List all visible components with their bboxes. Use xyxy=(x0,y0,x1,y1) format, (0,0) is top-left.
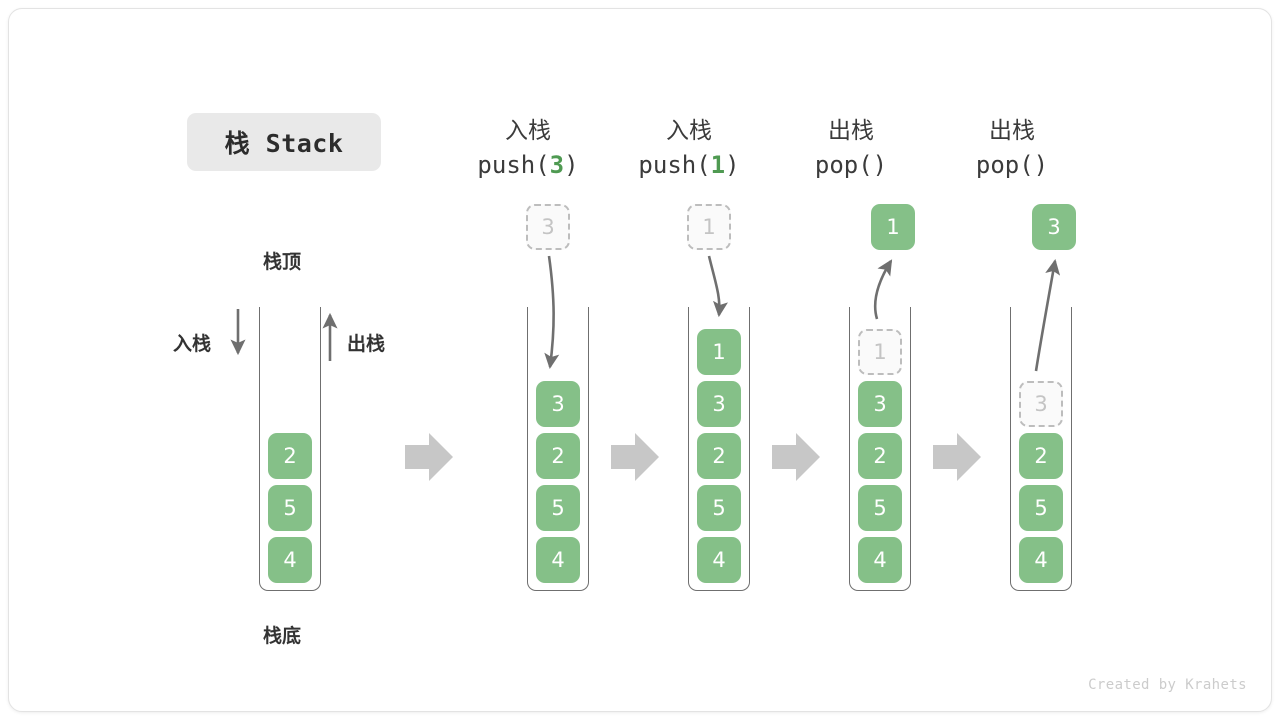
step-op-label: 出栈 xyxy=(989,118,1035,144)
step-transition-arrow-icon xyxy=(405,433,453,481)
step-transition-arrow-icon xyxy=(611,433,659,481)
left-push-label: 入栈 xyxy=(173,333,212,355)
code-fn: push( xyxy=(638,151,711,179)
stack-container-pop-1 xyxy=(849,307,911,591)
stack-cell: 5 xyxy=(268,485,312,531)
stack-bottom-label: 栈底 xyxy=(263,625,302,647)
stack-cell: 1 xyxy=(697,329,741,375)
step-code-label: pop() xyxy=(766,148,936,182)
step-code-label: push(3) xyxy=(443,148,613,182)
step-transition-arrow-icon xyxy=(772,433,820,481)
stack-cell: 4 xyxy=(268,537,312,583)
code-close: ) xyxy=(872,151,888,179)
step-op-label: 入栈 xyxy=(666,118,712,144)
stack-cell: 4 xyxy=(1019,537,1063,583)
step-header-push-1: 入栈 push(1) xyxy=(604,114,774,182)
outgoing-cell: 1 xyxy=(871,204,915,250)
code-close: ) xyxy=(1033,151,1049,179)
stack-container-initial xyxy=(259,307,321,591)
figure-card: 栈 Stack 栈顶 入栈 出栈 栈底 2 5 4 入栈 push(3) 3 3… xyxy=(8,8,1272,712)
figure-title-badge: 栈 Stack xyxy=(187,113,381,171)
code-fn: pop( xyxy=(814,151,873,179)
stack-cell: 2 xyxy=(1019,433,1063,479)
stack-cell: 3 xyxy=(697,381,741,427)
popped-ghost-cell: 3 xyxy=(1019,381,1063,427)
incoming-ghost-cell: 1 xyxy=(687,204,731,250)
stack-container-pop-3 xyxy=(1010,307,1072,591)
figure-title: 栈 Stack xyxy=(224,129,344,158)
stack-cell: 2 xyxy=(697,433,741,479)
stack-container-push-1 xyxy=(688,307,750,591)
diagram-stage: 栈 Stack 栈顶 入栈 出栈 栈底 2 5 4 入栈 push(3) 3 3… xyxy=(9,9,1271,711)
code-fn: push( xyxy=(477,151,550,179)
left-pop-label: 出栈 xyxy=(347,333,386,355)
stack-container-push-3 xyxy=(527,307,589,591)
step-op-label: 入栈 xyxy=(505,118,551,144)
step-transition-arrow-icon xyxy=(933,433,981,481)
stack-cell: 3 xyxy=(858,381,902,427)
code-close: ) xyxy=(725,151,740,179)
stack-top-label: 栈顶 xyxy=(263,251,302,273)
code-fn: pop( xyxy=(975,151,1034,179)
step-header-pop-3: 出栈 pop() xyxy=(927,114,1097,182)
step-header-push-3: 入栈 push(3) xyxy=(443,114,613,182)
stack-cell: 2 xyxy=(268,433,312,479)
stack-cell: 5 xyxy=(1019,485,1063,531)
stack-cell: 3 xyxy=(536,381,580,427)
stack-cell: 4 xyxy=(536,537,580,583)
step-op-label: 出栈 xyxy=(828,118,874,144)
stack-cell: 2 xyxy=(858,433,902,479)
stack-cell: 5 xyxy=(858,485,902,531)
stack-cell: 4 xyxy=(858,537,902,583)
popped-ghost-cell: 1 xyxy=(858,329,902,375)
stack-cell: 5 xyxy=(697,485,741,531)
code-close: ) xyxy=(564,151,579,179)
code-arg: 1 xyxy=(710,151,726,179)
stack-cell: 2 xyxy=(536,433,580,479)
stack-cell: 4 xyxy=(697,537,741,583)
outgoing-cell: 3 xyxy=(1032,204,1076,250)
step-code-label: pop() xyxy=(927,148,1097,182)
stack-cell: 5 xyxy=(536,485,580,531)
code-arg: 3 xyxy=(549,151,565,179)
credit-watermark: Created by Krahets xyxy=(1088,677,1247,693)
step-code-label: push(1) xyxy=(604,148,774,182)
incoming-ghost-cell: 3 xyxy=(526,204,570,250)
step-header-pop-1: 出栈 pop() xyxy=(766,114,936,182)
